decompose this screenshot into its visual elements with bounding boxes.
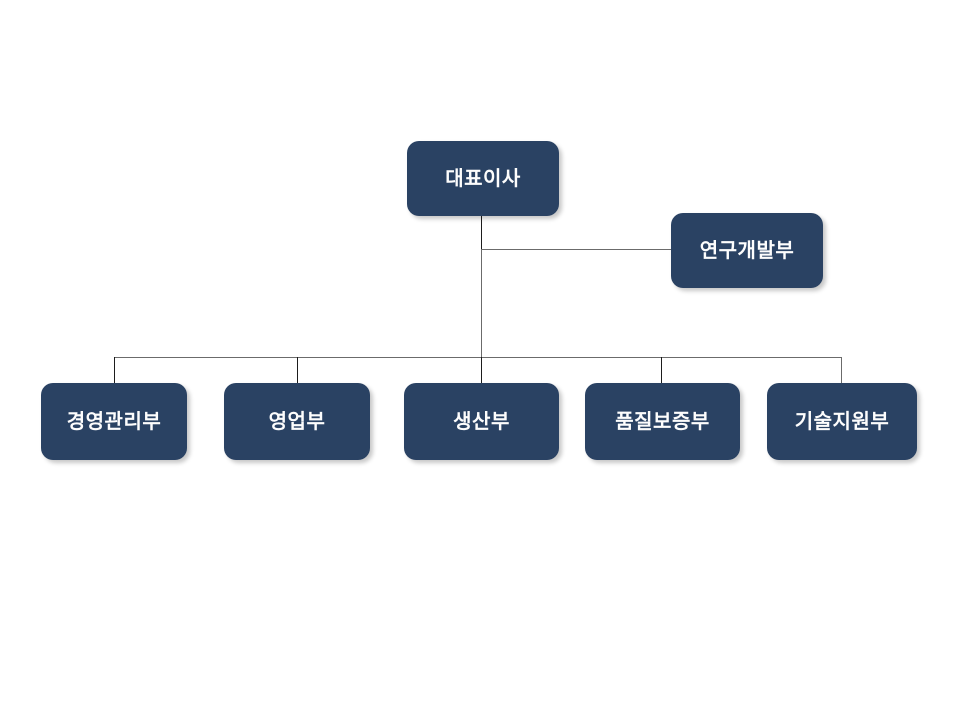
org-node-quality-assurance[interactable]: 품질보증부 — [585, 383, 740, 460]
connector-drop-dept-4 — [841, 357, 842, 383]
org-node-production[interactable]: 생산부 — [404, 383, 559, 460]
org-node-rnd[interactable]: 연구개발부 — [671, 213, 823, 288]
connector-department-bus — [114, 357, 842, 358]
connector-drop-dept-3 — [661, 357, 662, 383]
org-node-quality-assurance-label: 품질보증부 — [615, 410, 710, 433]
org-node-rnd-label: 연구개발부 — [699, 239, 795, 262]
org-node-technical-support-label: 기술지원부 — [794, 410, 890, 433]
connector-drop-dept-2 — [481, 357, 482, 383]
org-node-management-admin-label: 경영관리부 — [66, 410, 162, 433]
org-node-sales-label: 영업부 — [268, 410, 326, 433]
connector-drop-dept-1 — [297, 357, 298, 383]
org-node-sales[interactable]: 영업부 — [224, 383, 370, 460]
connector-staff-rnd — [481, 249, 671, 250]
org-node-ceo[interactable]: 대표이사 — [407, 141, 559, 216]
org-node-production-label: 생산부 — [453, 410, 510, 433]
connector-ceo-trunk-upper — [481, 216, 482, 249]
connector-drop-dept-0 — [114, 357, 115, 383]
org-node-technical-support[interactable]: 기술지원부 — [767, 383, 917, 460]
org-node-ceo-label: 대표이사 — [445, 167, 521, 190]
connector-ceo-trunk-lower — [481, 249, 482, 358]
org-node-management-admin[interactable]: 경영관리부 — [41, 383, 187, 460]
